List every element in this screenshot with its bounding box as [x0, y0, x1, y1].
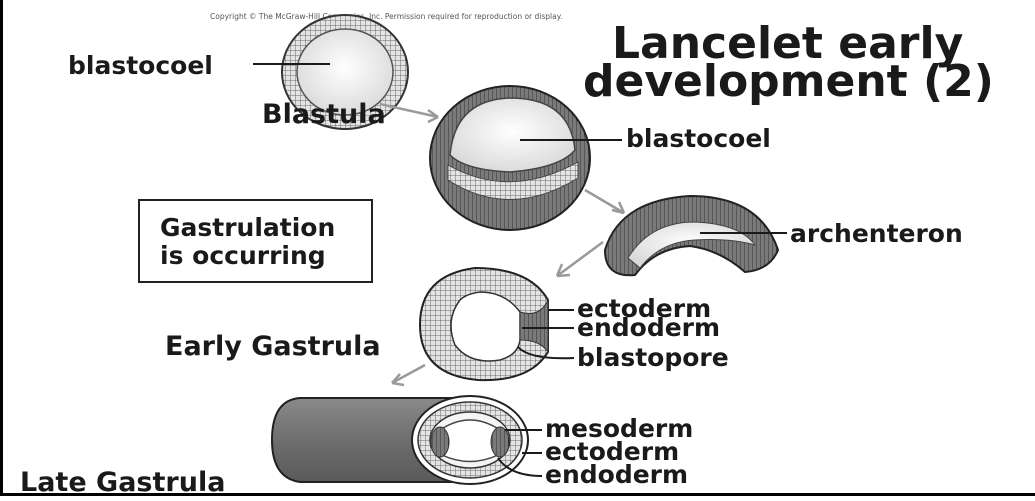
blastopore-label: blastopore — [577, 343, 729, 372]
early-gastrula-label: Early Gastrula — [165, 331, 381, 362]
arrow-3 — [557, 242, 603, 276]
callout-line-2: is occurring — [160, 241, 326, 270]
arrow-4 — [392, 365, 425, 385]
title-line-2: development (2) — [583, 56, 994, 107]
blastocoel-label-2: blastocoel — [626, 124, 771, 153]
callout-line-1: Gastrulation — [160, 213, 335, 242]
archenteron-label: archenteron — [790, 219, 963, 248]
endoderm-label-2: endoderm — [545, 460, 688, 489]
arrow-2 — [585, 190, 624, 213]
late-gastrula-label: Late Gastrula — [20, 467, 225, 496]
early-gastrula-illustration — [420, 268, 548, 380]
blastocoel-label-1: blastocoel — [68, 51, 213, 80]
blastula-2-illustration — [430, 86, 590, 230]
copyright-text: Copyright © The McGraw-Hill Companies, I… — [210, 12, 562, 21]
endoderm-label-1: endoderm — [577, 313, 720, 342]
archenteron-stage-illustration — [605, 196, 778, 275]
late-gastrula-illustration — [272, 396, 528, 484]
blastula-label: Blastula — [262, 99, 386, 130]
